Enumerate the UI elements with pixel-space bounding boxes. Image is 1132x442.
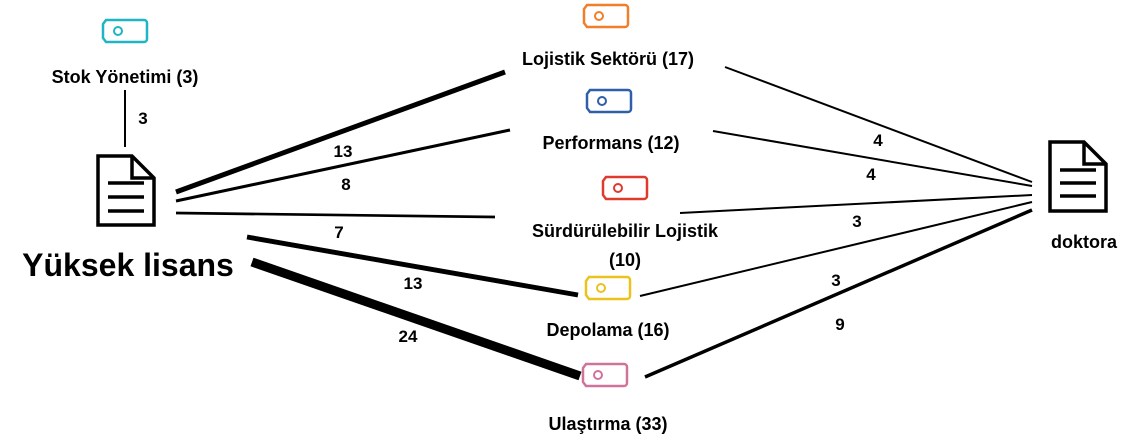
document-icon [96,154,156,227]
edge-weight-doktora-ulastirma: 9 [835,315,844,334]
edge-yuksek-lojistik[interactable] [175,69,506,195]
edge-yuksek-performans[interactable] [175,128,511,203]
edge-weight-yuksek-ulastirma: 24 [399,327,418,346]
tag-label-ulastirma: Ulaştırma (33) [548,414,667,434]
edge-yuksek-ulastirma[interactable] [250,257,582,381]
edge-weight-yuksek-surdur: 7 [334,223,343,242]
edge-weight-yuksek-stok: 3 [138,109,147,128]
edge-doktora-surdur[interactable] [679,194,1033,214]
tag-label-performans: Performans (12) [542,133,679,153]
tag-lojistik[interactable]: Lojistik Sektörü (17) [522,3,694,69]
tag-stok[interactable]: Stok Yönetimi (3) [52,18,199,87]
edge-doktora-ulastirma[interactable] [644,208,1033,379]
document-label-yuksek-lisans: Yüksek lisans [22,247,234,283]
edge-weight-doktora-surdur: 3 [852,212,861,231]
document-icon [1048,140,1108,213]
edge-yuksek-depolama[interactable] [246,234,579,298]
tag-icon [584,275,632,301]
tag-icon [585,88,633,114]
tag-icon [101,18,149,44]
document-label-doktora: doktora [1051,232,1118,252]
edge-doktora-performans[interactable] [712,130,1033,187]
edge-yuksek-surdur[interactable] [175,211,496,219]
tag-label-surdur-line2: (10) [609,250,641,270]
edge-doktora-lojistik[interactable] [724,66,1033,183]
edge-weight-yuksek-performans: 8 [341,175,350,194]
tag-icon [601,175,649,201]
document-yuksek-lisans[interactable]: Yüksek lisans [22,154,234,283]
tag-performans[interactable]: Performans (12) [542,88,680,153]
edge-weight-doktora-performans: 4 [866,165,876,184]
edge-weight-doktora-lojistik: 4 [873,131,883,150]
edge-weight-yuksek-lojistik: 13 [334,142,353,161]
tag-label-stok: Stok Yönetimi (3) [52,67,199,87]
edge-weight-doktora-depolama: 3 [831,271,840,290]
document-doktora[interactable]: doktora [1048,140,1118,252]
tag-icon [581,362,629,388]
tag-surdur[interactable]: Sürdürülebilir Lojistik (10) [532,175,719,270]
tag-label-lojistik: Lojistik Sektörü (17) [522,49,694,69]
edge-doktora-depolama[interactable] [639,201,1033,297]
tag-label-depolama: Depolama (16) [546,320,669,340]
tag-depolama[interactable]: Depolama (16) [546,275,670,340]
edge-weight-yuksek-depolama: 13 [404,274,423,293]
tag-icon [582,3,630,29]
tag-label-surdur-line1: Sürdürülebilir Lojistik [532,221,719,241]
tag-ulastirma[interactable]: Ulaştırma (33) [548,362,668,434]
